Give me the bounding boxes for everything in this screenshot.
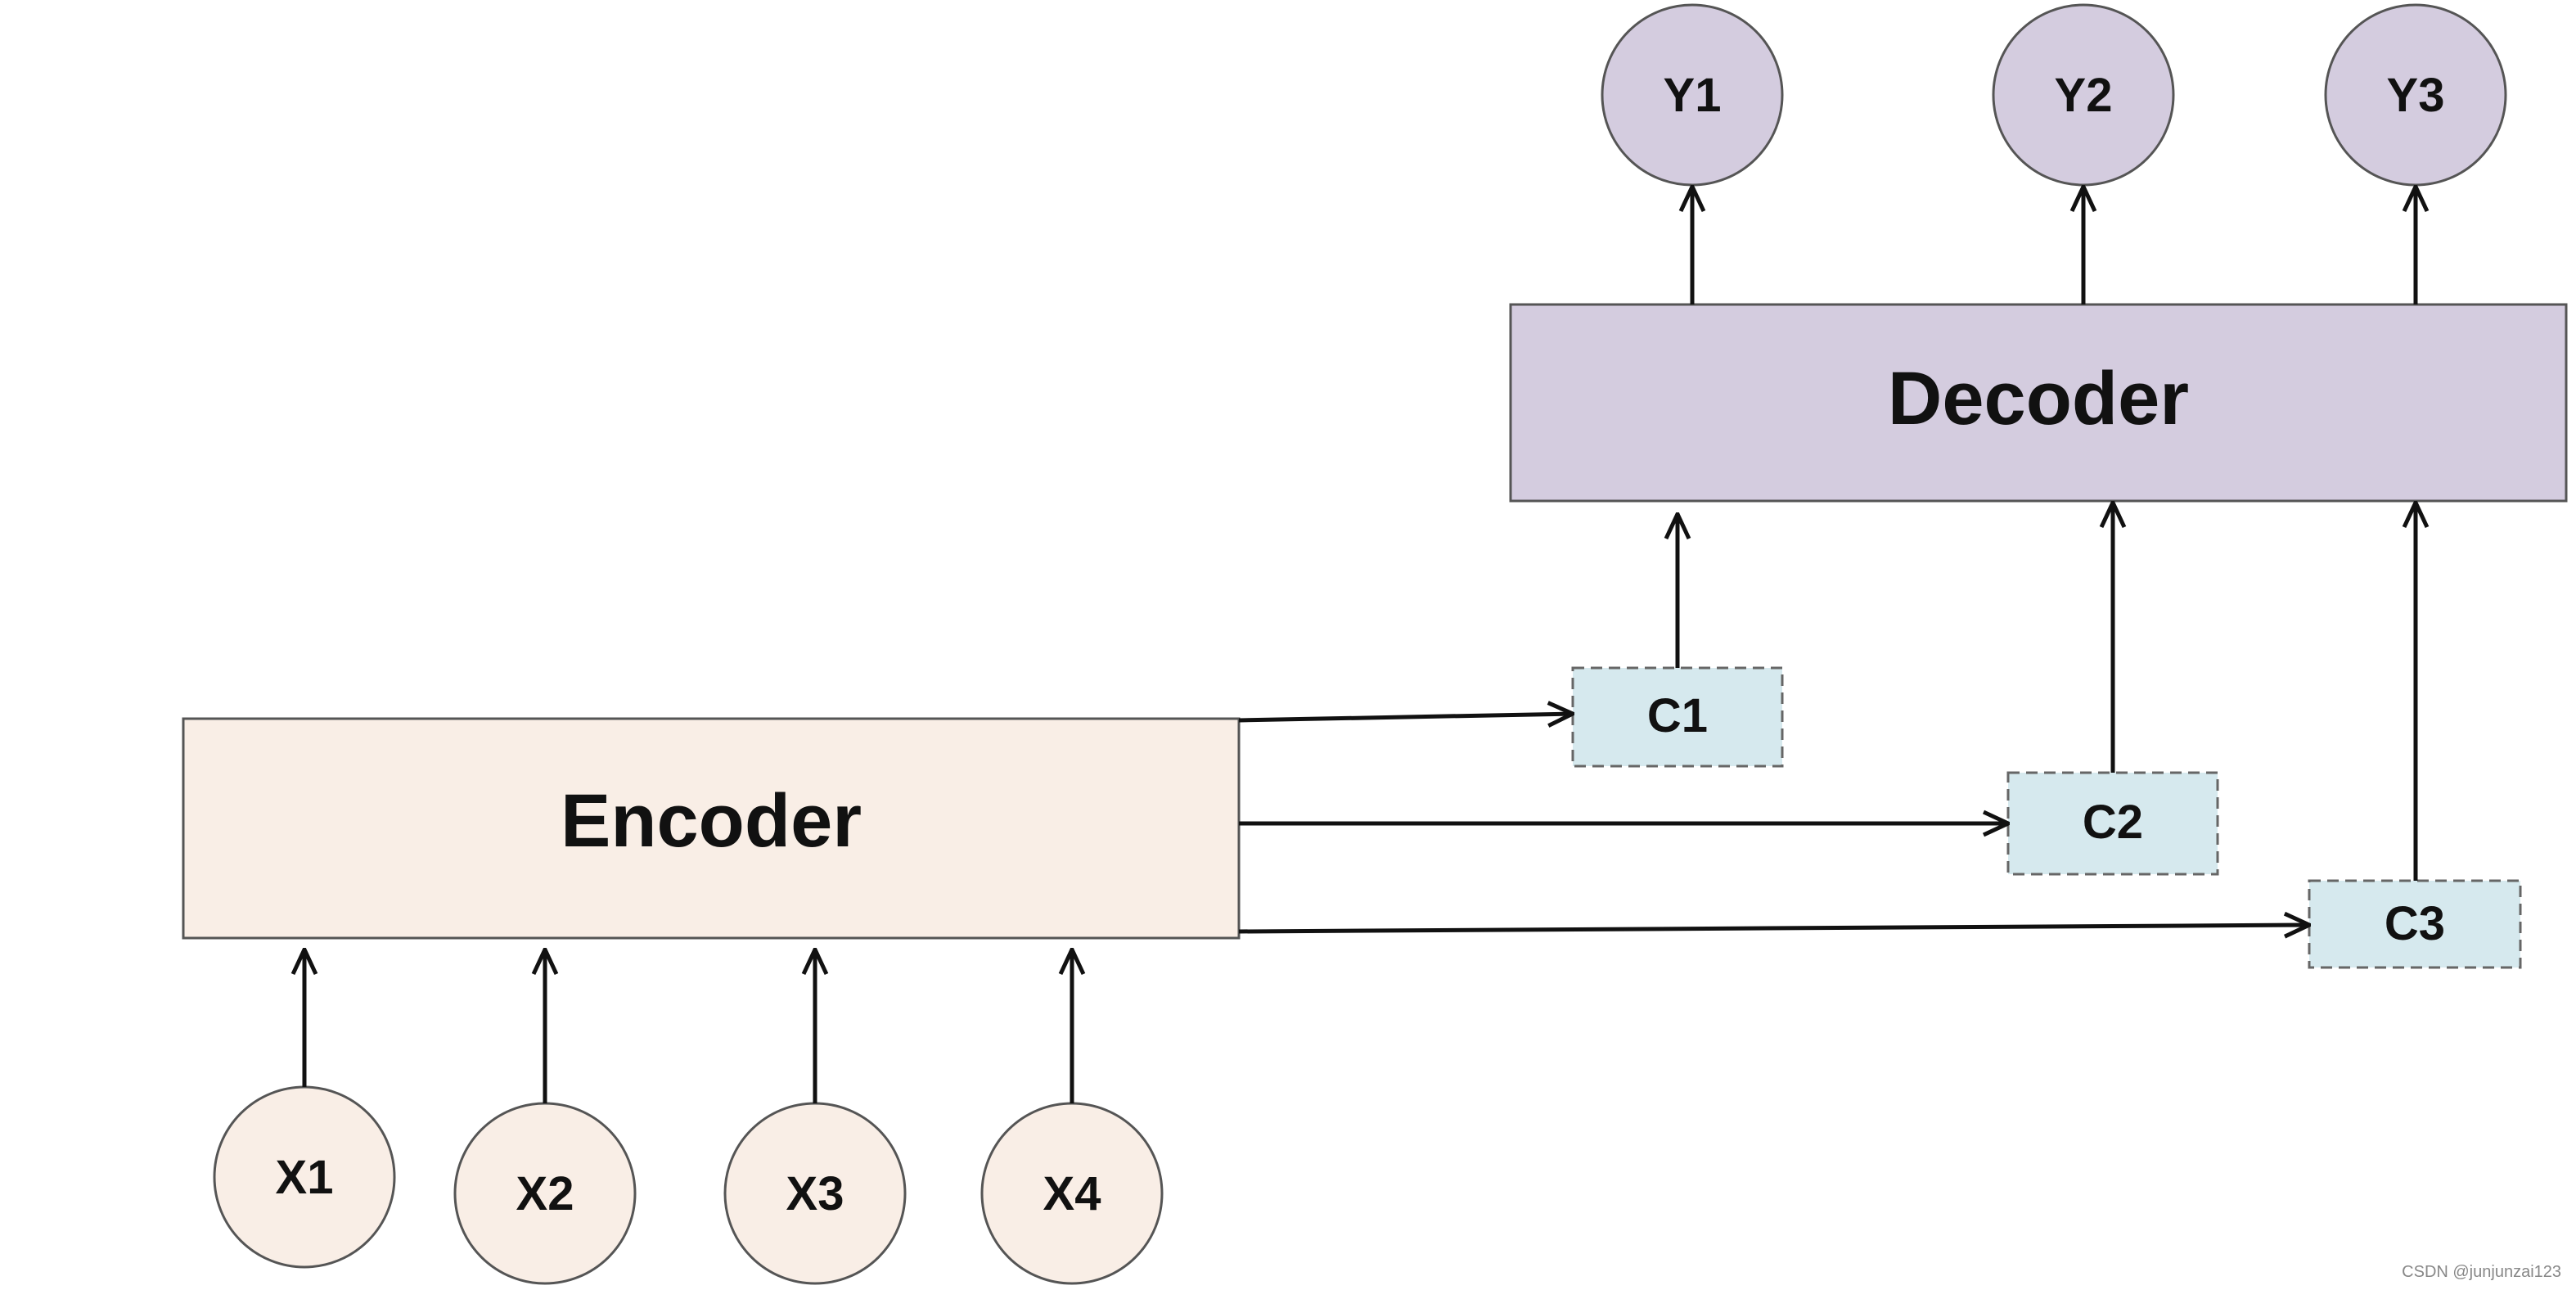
input-label-x3: X3 <box>786 1167 844 1220</box>
input-label-x2: X2 <box>516 1167 574 1220</box>
output-label-y3: Y3 <box>2387 69 2445 122</box>
output-label-y1: Y1 <box>1664 69 1722 122</box>
context-label-c3: C3 <box>2385 897 2445 950</box>
context-box-c3 <box>2308 879 2522 969</box>
decoder-label: Decoder <box>1888 357 2189 440</box>
arrow-encoder-to-c3 <box>1238 925 2309 931</box>
context-box-c2 <box>2006 771 2219 876</box>
input-label-x4: X4 <box>1043 1167 1101 1220</box>
context-box-c1 <box>1571 666 1784 768</box>
context-label-c1: C1 <box>1647 689 1708 742</box>
encoder-label: Encoder <box>561 779 862 863</box>
watermark: CSDN @junjunzai123 <box>2402 1263 2561 1281</box>
context-label-c2: C2 <box>2083 796 2143 849</box>
decoder-box <box>1509 303 2568 503</box>
arrow-encoder-to-c1 <box>1238 714 1573 720</box>
output-label-y2: Y2 <box>2055 69 2113 122</box>
input-label-x1: X1 <box>276 1151 334 1204</box>
encoder-box <box>182 717 1241 940</box>
